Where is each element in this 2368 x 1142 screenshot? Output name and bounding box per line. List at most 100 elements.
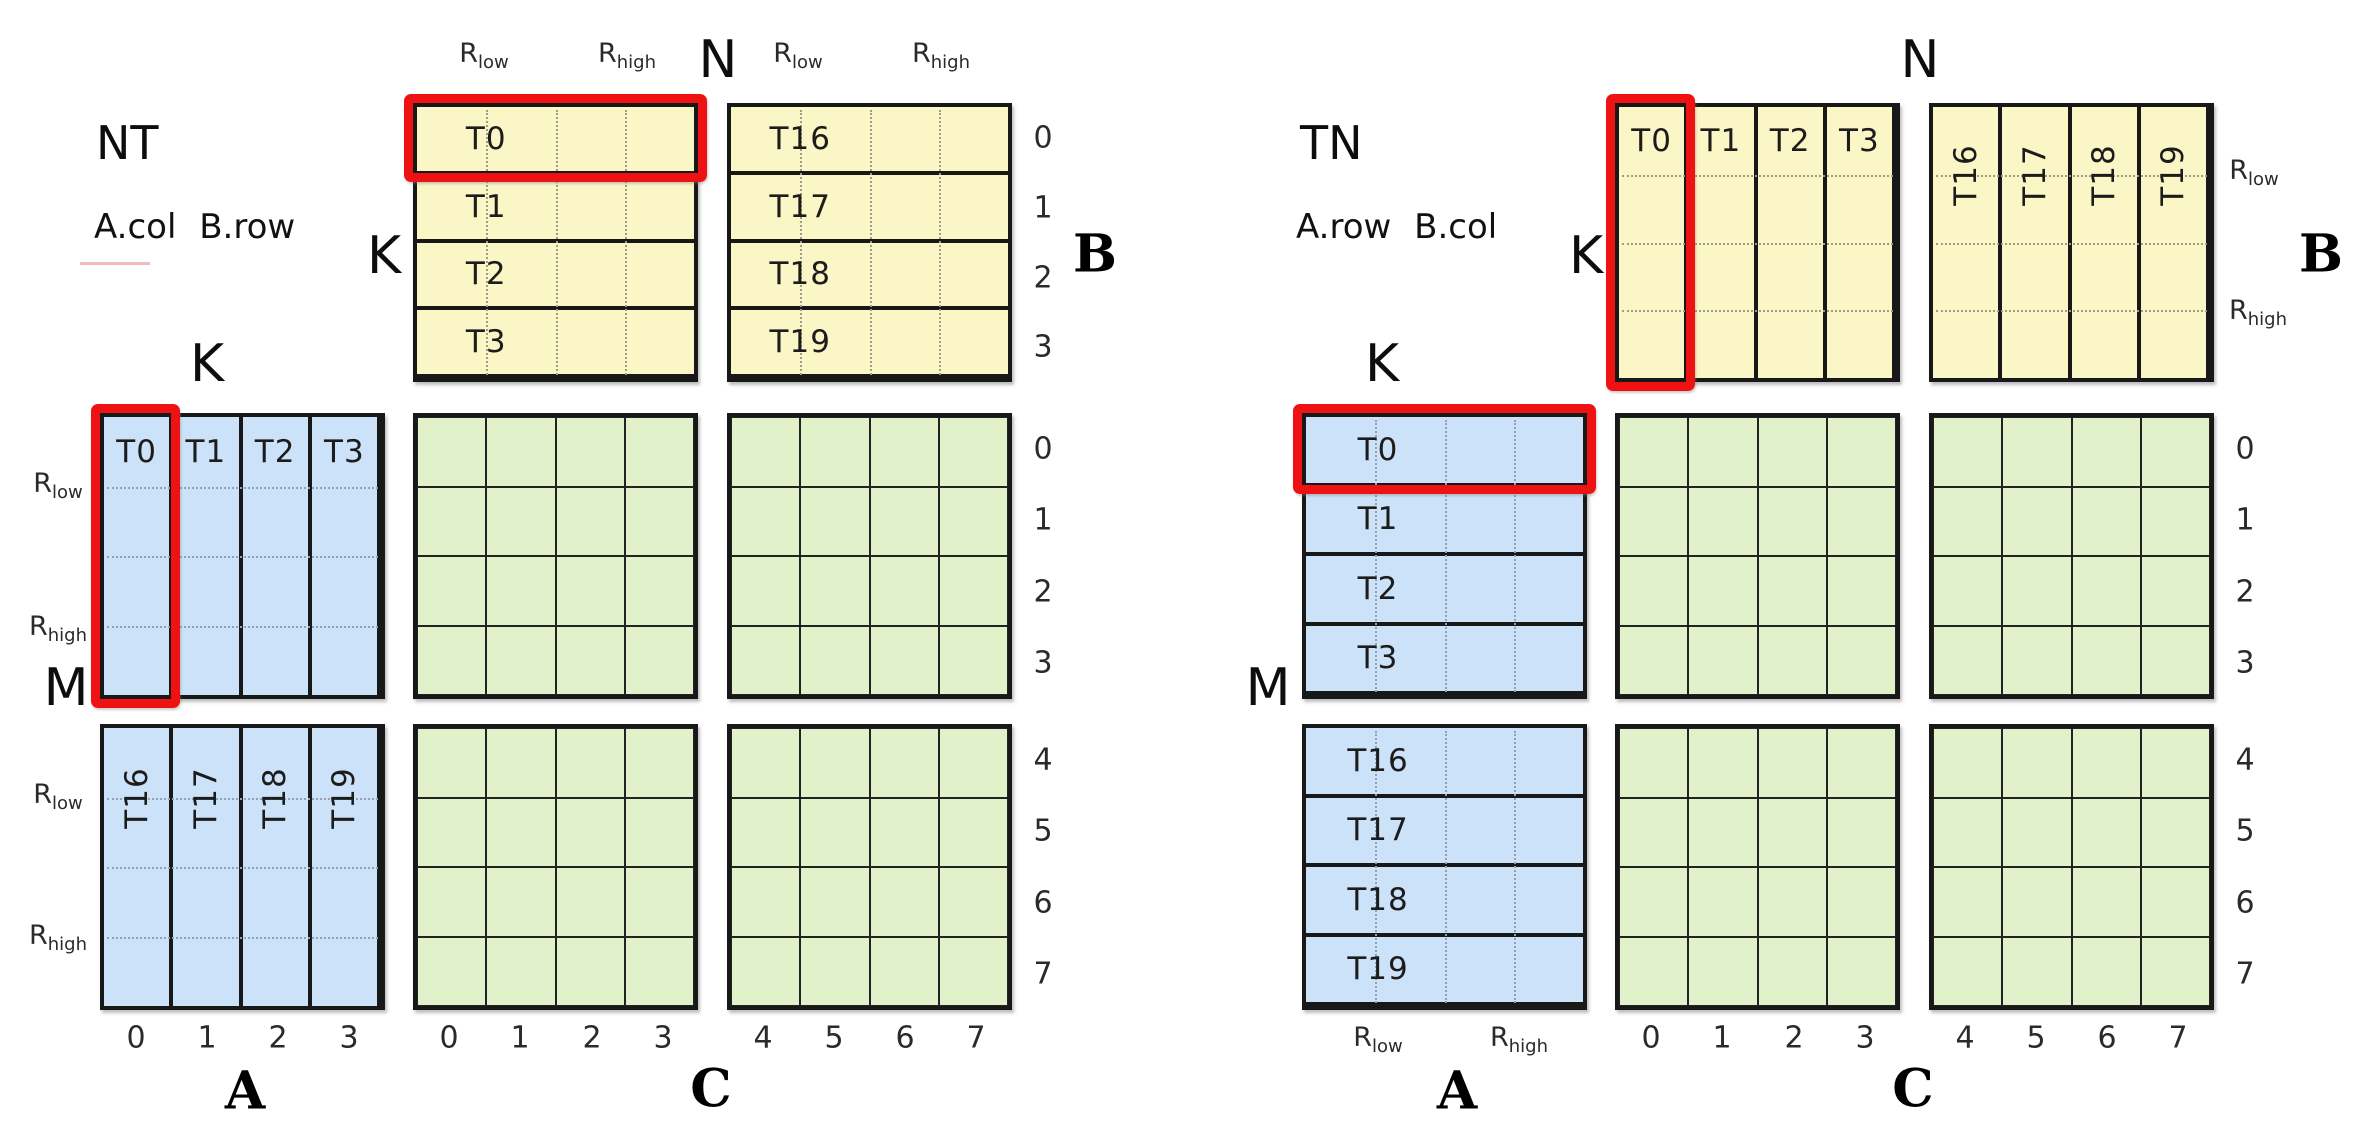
dotted-divider bbox=[486, 110, 489, 375]
c-matrix-cell bbox=[1688, 728, 1758, 798]
dotted-divider bbox=[107, 486, 378, 489]
r-base: R bbox=[2228, 294, 2248, 326]
r-sub: high bbox=[616, 52, 657, 74]
r-base: R bbox=[33, 467, 53, 499]
r-low-label: Rlow bbox=[33, 470, 83, 502]
c-matrix-cell bbox=[869, 556, 939, 626]
tn-c-tile bbox=[1929, 413, 2214, 699]
r-base: R bbox=[459, 37, 479, 69]
c-matrix-cell bbox=[1619, 728, 1689, 798]
thread-label: T2 bbox=[1769, 122, 1811, 159]
thread-label: T18 bbox=[2086, 144, 2123, 206]
r-base: R bbox=[33, 778, 53, 810]
highlight-b-thread0 bbox=[1606, 94, 1695, 391]
c-matrix-cell bbox=[2071, 728, 2141, 798]
c-matrix-cell bbox=[1619, 486, 1689, 556]
c-matrix-cell bbox=[938, 728, 1008, 798]
c-matrix-cell bbox=[938, 625, 1008, 695]
c-matrix-cell bbox=[1826, 936, 1896, 1006]
thread-label: T0 bbox=[116, 433, 157, 470]
c-row-index: 4 bbox=[1033, 742, 1053, 778]
b-row-index: 3 bbox=[1033, 329, 1053, 365]
c-matrix-cell bbox=[2140, 797, 2210, 867]
c-matrix-cell bbox=[1757, 936, 1827, 1006]
r-base: R bbox=[28, 919, 48, 951]
c-matrix-cell bbox=[731, 556, 801, 626]
dotted-divider bbox=[1375, 731, 1378, 1003]
c-matrix-cell bbox=[1933, 867, 2003, 937]
c-matrix-cell bbox=[486, 625, 556, 695]
c-matrix-cell bbox=[2140, 556, 2210, 626]
r-low-label: Rlow bbox=[459, 40, 509, 72]
c-matrix-cell bbox=[1619, 417, 1689, 487]
c-matrix-cell bbox=[486, 936, 556, 1006]
c-matrix-cell bbox=[2002, 486, 2072, 556]
c-matrix-cell bbox=[1826, 797, 1896, 867]
c-matrix-cell bbox=[800, 867, 870, 937]
thread-label: T1 bbox=[465, 188, 507, 225]
c-matrix-cell bbox=[938, 556, 1008, 626]
c-matrix-cell bbox=[1757, 486, 1827, 556]
r-sub: low bbox=[1372, 1036, 1403, 1058]
highlight-a-thread0 bbox=[1293, 404, 1596, 494]
c-col-index: 0 bbox=[1641, 1020, 1661, 1056]
r-high-label: Rhigh bbox=[29, 922, 87, 954]
r-sub: low bbox=[478, 52, 509, 74]
dotted-divider bbox=[869, 110, 872, 375]
c-matrix-cell bbox=[555, 486, 625, 556]
c-matrix-cell bbox=[417, 486, 487, 556]
thread-label: T2 bbox=[1357, 570, 1399, 607]
dotted-divider bbox=[800, 110, 803, 375]
c-row-index: 7 bbox=[2235, 956, 2255, 992]
dotted-divider bbox=[1375, 420, 1378, 692]
c-matrix-cell bbox=[938, 936, 1008, 1006]
c-matrix-cell bbox=[417, 556, 487, 626]
c-matrix-cell bbox=[2002, 625, 2072, 695]
c-row-index: 5 bbox=[2235, 813, 2255, 849]
nt-a-tile-t16-t19: T16 T17 T18 T19 bbox=[100, 724, 385, 1010]
thread-label: T0 bbox=[1357, 431, 1399, 468]
c-matrix-cell bbox=[555, 625, 625, 695]
c-matrix-cell bbox=[1688, 417, 1758, 487]
thread-label: T16 bbox=[1347, 742, 1409, 779]
c-matrix-cell bbox=[1757, 728, 1827, 798]
c-matrix-cell bbox=[2140, 417, 2210, 487]
c-matrix-cell bbox=[417, 625, 487, 695]
matrix-a-letter: A bbox=[1436, 1060, 1478, 1122]
thread-label: T19 bbox=[326, 766, 363, 829]
c-matrix-cell bbox=[800, 417, 870, 487]
n-axis-label: N bbox=[698, 30, 738, 90]
a-row: T3 bbox=[1306, 626, 1583, 695]
thread-label: T16 bbox=[1947, 144, 1984, 206]
c-matrix-cell bbox=[938, 417, 1008, 487]
c-matrix-cell bbox=[624, 556, 694, 626]
thread-label: T16 bbox=[769, 120, 831, 157]
nt-a-tile-t0-t3: T0 T1 T2 T3 bbox=[100, 413, 385, 699]
dotted-divider bbox=[555, 110, 558, 375]
thread-label: T19 bbox=[769, 324, 831, 361]
dotted-divider bbox=[1622, 242, 1893, 245]
dotted-divider bbox=[107, 556, 378, 558]
c-col-index: 6 bbox=[2097, 1020, 2117, 1056]
c-matrix-cell bbox=[1826, 867, 1896, 937]
c-matrix-cell bbox=[1757, 625, 1827, 695]
c-col-index: 7 bbox=[2168, 1020, 2188, 1056]
tn-c-tile bbox=[1929, 724, 2214, 1010]
c-matrix-cell bbox=[731, 936, 801, 1006]
c-row-index: 4 bbox=[2235, 742, 2255, 778]
c-col-index: 1 bbox=[510, 1020, 530, 1056]
m-axis-label: M bbox=[43, 658, 89, 718]
c-matrix-cell bbox=[2071, 936, 2141, 1006]
c-matrix-cell bbox=[869, 417, 939, 487]
c-matrix-cell bbox=[2140, 936, 2210, 1006]
b-col: T3 bbox=[1827, 107, 1896, 378]
c-matrix-cell bbox=[1619, 936, 1689, 1006]
b-row-index: 1 bbox=[1033, 190, 1053, 226]
dotted-divider bbox=[1936, 310, 2207, 313]
dotted-divider bbox=[624, 110, 627, 375]
k-axis-label-b: K bbox=[366, 226, 402, 286]
dotted-divider bbox=[938, 110, 941, 375]
c-row-index: 0 bbox=[2235, 431, 2255, 467]
c-col-index: 0 bbox=[439, 1020, 459, 1056]
